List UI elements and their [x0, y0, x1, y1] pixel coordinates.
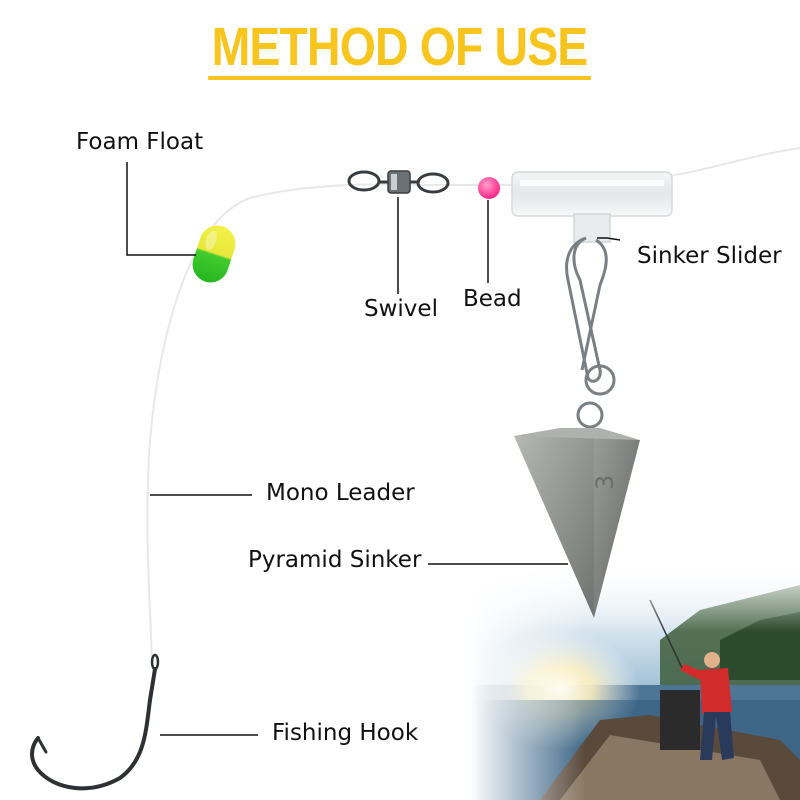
label-foam-float: Foam Float [76, 129, 204, 155]
label-mono-leader: Mono Leader [266, 480, 415, 506]
sinker-slider [511, 171, 673, 243]
snap-clip [565, 236, 616, 429]
sinker-mark: 3 [591, 475, 619, 490]
page-title: METHOD OF USE [208, 18, 592, 80]
label-sinker-slider: Sinker Slider [637, 243, 782, 269]
sinker-slider-leader [597, 237, 621, 241]
foam-float [192, 225, 236, 283]
fishing-hook [30, 653, 160, 791]
label-swivel: Swivel [364, 296, 438, 322]
label-bead: Bead [463, 286, 522, 312]
label-pyramid-sinker: Pyramid Sinker [248, 547, 422, 573]
bead [478, 177, 500, 199]
label-fishing-hook: Fishing Hook [272, 720, 419, 746]
pyramid-sinker: 3 [514, 428, 640, 618]
callout-lines [126, 162, 621, 736]
title-banner: METHOD OF USE [0, 18, 800, 80]
foam-float-leader [126, 162, 196, 256]
swivel [347, 170, 450, 194]
lake-photo [470, 560, 800, 800]
